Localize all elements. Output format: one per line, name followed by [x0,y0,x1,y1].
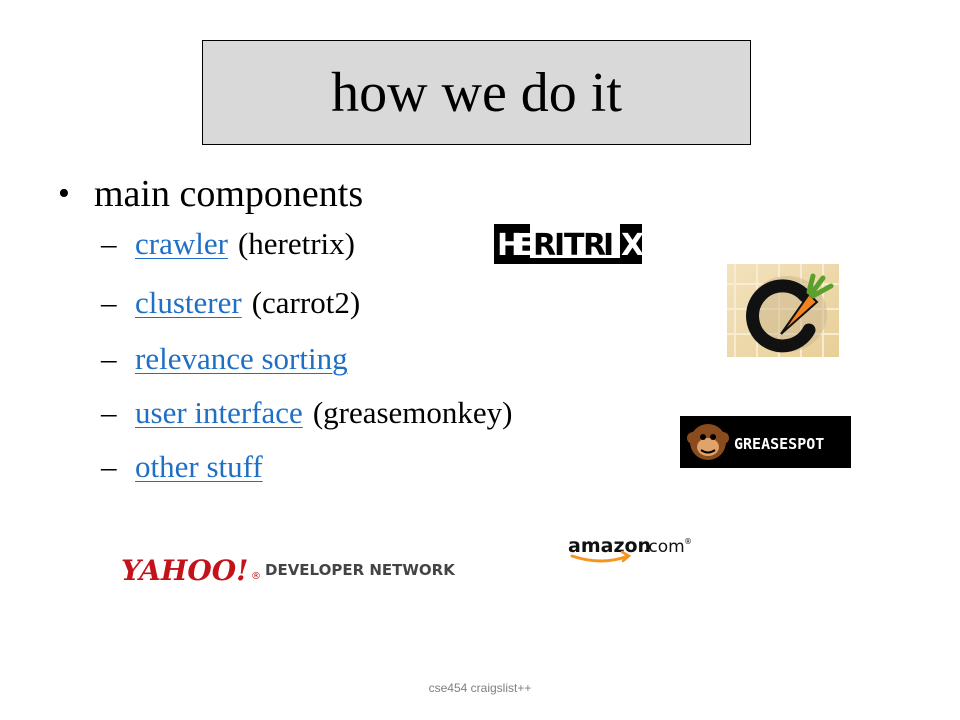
main-bullet-text: main components [94,173,364,215]
amazon-reg-mark: ® [684,537,692,546]
title-box: how we do it [202,40,751,145]
dash-icon: – [101,226,117,261]
heritrix-letter: E [514,228,535,263]
heritrix-letter: T [564,228,585,263]
dash-icon: – [101,449,117,484]
user-interface-link[interactable]: user interface [135,395,303,430]
heritrix-letter: I [554,228,565,263]
relevance-sorting-link[interactable]: relevance sorting [135,341,348,376]
dash-icon: – [101,285,117,320]
amazon-wordmark: amazon [568,535,651,557]
user-interface-note: (greasemonkey) [312,395,513,430]
item-relevance-sorting: – relevance sorting [101,341,348,377]
amazon-suffix: .com [643,537,685,557]
clusterer-note: (carrot2) [251,285,361,320]
heritrix-letter: R [583,228,606,263]
slide-footer: cse454 craigslist++ [428,681,532,695]
item-clusterer: – clusterer (carrot2) [101,285,360,321]
dash-icon: – [101,341,117,376]
heritrix-letter: X [621,228,642,263]
crawler-link[interactable]: crawler [135,226,228,261]
heritrix-letter: R [533,228,556,263]
item-crawler: – crawler (heretrix) [101,226,355,262]
other-stuff-link[interactable]: other stuff [135,449,263,484]
clusterer-link[interactable]: clusterer [135,285,242,320]
amazon-smile-icon [570,554,630,563]
heritrix-letter: H [497,228,522,263]
yahoo-wordmark: YAHOO! [121,554,248,587]
amazon-logo: amazon .com ® [568,535,692,563]
monkey-icon [687,424,729,460]
item-other-stuff: – other stuff [101,449,263,485]
slide-title: how we do it [331,61,622,124]
carrot2-logo [727,264,839,357]
dash-icon: – [101,395,117,430]
yahoo-developer-network-logo: YAHOO! ® DEVELOPER NETWORK [121,554,456,587]
bullet-dot-icon: • [58,175,70,212]
yahoo-reg-mark: ® [251,571,261,582]
heritrix-letter: I [603,228,614,263]
greasespot-wordmark: GREASESPOT [734,435,824,453]
item-user-interface: – user interface (greasemonkey) [101,395,513,431]
yahoo-tagline: DEVELOPER NETWORK [265,561,456,579]
main-bullet: • main components [58,172,363,216]
heritrix-logo: H E R I T R I X [494,224,642,264]
greasespot-logo: GREASESPOT [680,416,851,468]
crawler-note: (heretrix) [237,226,355,261]
